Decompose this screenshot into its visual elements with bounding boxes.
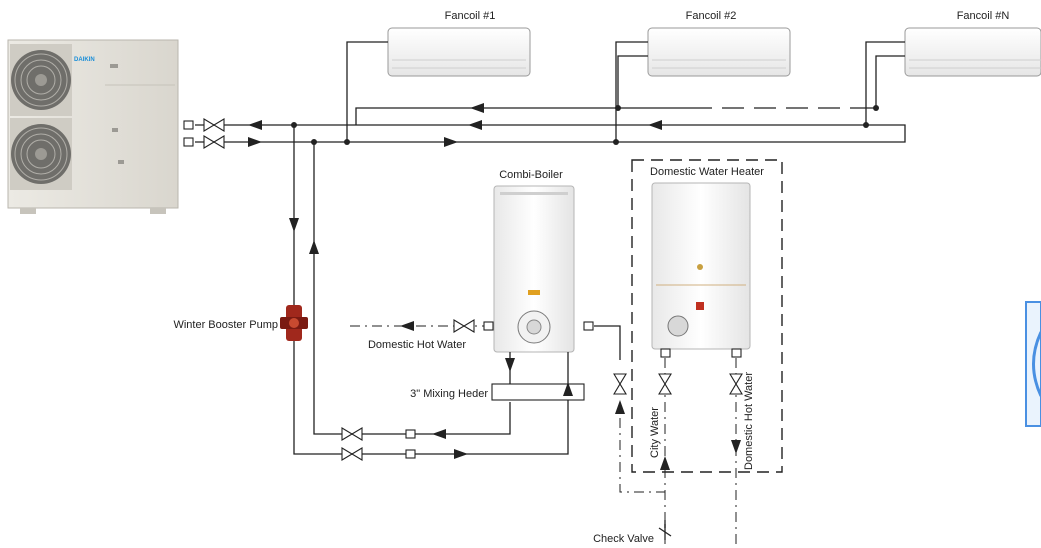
boiler-icon — [493, 185, 575, 353]
winter-booster-pump-label: Winter Booster Pump — [173, 319, 278, 331]
fancoil-n-label: Fancoil #N — [957, 10, 1010, 22]
pipe-junctions — [291, 105, 879, 145]
domestic-water-heater-label: Domestic Water Heater — [650, 166, 764, 178]
fancoil-icon — [387, 27, 531, 77]
check-valve-label: Check Valve — [593, 533, 654, 545]
domestic-hot-water-label: Domestic Hot Water — [368, 339, 466, 351]
fancoil-2-label: Fancoil #2 — [686, 10, 737, 22]
piping — [195, 41, 906, 548]
fancoil-1-label: Fancoil #1 — [445, 10, 496, 22]
outdoor-unit-icon: DAIKIN — [7, 39, 179, 214]
domestic-hot-water-vertical-label: Domestic Hot Water — [743, 372, 755, 470]
water-heater-enclosure — [631, 159, 783, 473]
fancoil-icon — [647, 27, 791, 77]
cropped-edge-artifact — [1025, 301, 1041, 427]
valve-icon — [203, 118, 743, 461]
pump-icon — [280, 305, 308, 341]
fancoil-icon — [904, 27, 1041, 77]
mixing-header-label: 3" Mixing Heder — [410, 388, 488, 400]
arrow-icon — [248, 103, 741, 470]
combi-boiler-label: Combi-Boiler — [499, 169, 563, 181]
check-valve-icon — [658, 520, 672, 537]
pipe-connectors — [183, 120, 742, 459]
water-heater-icon — [651, 182, 751, 350]
city-water-label: City Water — [649, 407, 661, 458]
mixing-header — [491, 383, 585, 401]
outdoor-unit-logo: DAIKIN — [74, 57, 95, 63]
